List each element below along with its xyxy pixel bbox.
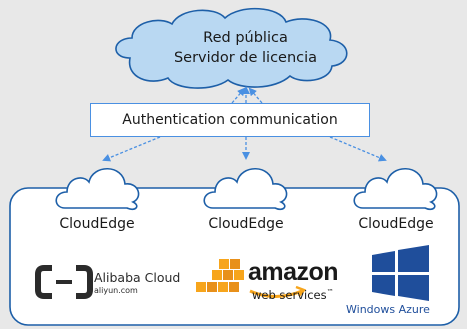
aws-services-label: web services (252, 288, 327, 302)
amazon-smile-icon (249, 289, 303, 298)
arrow-to-edge-right (329, 136, 387, 162)
cloudedge-cloud-icon (203, 168, 288, 211)
aws-subtitle: web services™ (252, 288, 334, 302)
windows-azure-label: Windows Azure (346, 303, 430, 316)
alibaba-logo-icon (35, 265, 93, 299)
amazon-smile-arrow-icon (295, 285, 307, 297)
authentication-communication-box: Authentication communication (90, 103, 370, 137)
amazon-name: amazon (248, 258, 339, 286)
cloudedge-label-2: CloudEdge (208, 216, 284, 232)
license-server-label: Servidor de licencia (173, 50, 318, 66)
cloudedge-cloud-icon (353, 168, 438, 211)
arrow-to-cloud-left (231, 87, 246, 104)
public-network-label: Red pública (203, 30, 288, 46)
arrow-to-cloud-right (248, 87, 263, 104)
aws-boxes-icon (196, 259, 244, 292)
authentication-communication-label: Authentication communication (122, 112, 338, 128)
windows-logo-icon (372, 245, 429, 301)
arrow-to-edge-left (102, 136, 161, 162)
cloudedge-label-1: CloudEdge (59, 216, 135, 232)
cloudedge-label-3: CloudEdge (358, 216, 434, 232)
alibaba-domain: aliyun.com (94, 286, 138, 295)
alibaba-name: Alibaba Cloud (94, 270, 181, 285)
public-network-cloud-icon (115, 7, 348, 89)
aws-trademark: ™ (326, 288, 334, 296)
cloudedge-cloud-icon (55, 168, 140, 211)
